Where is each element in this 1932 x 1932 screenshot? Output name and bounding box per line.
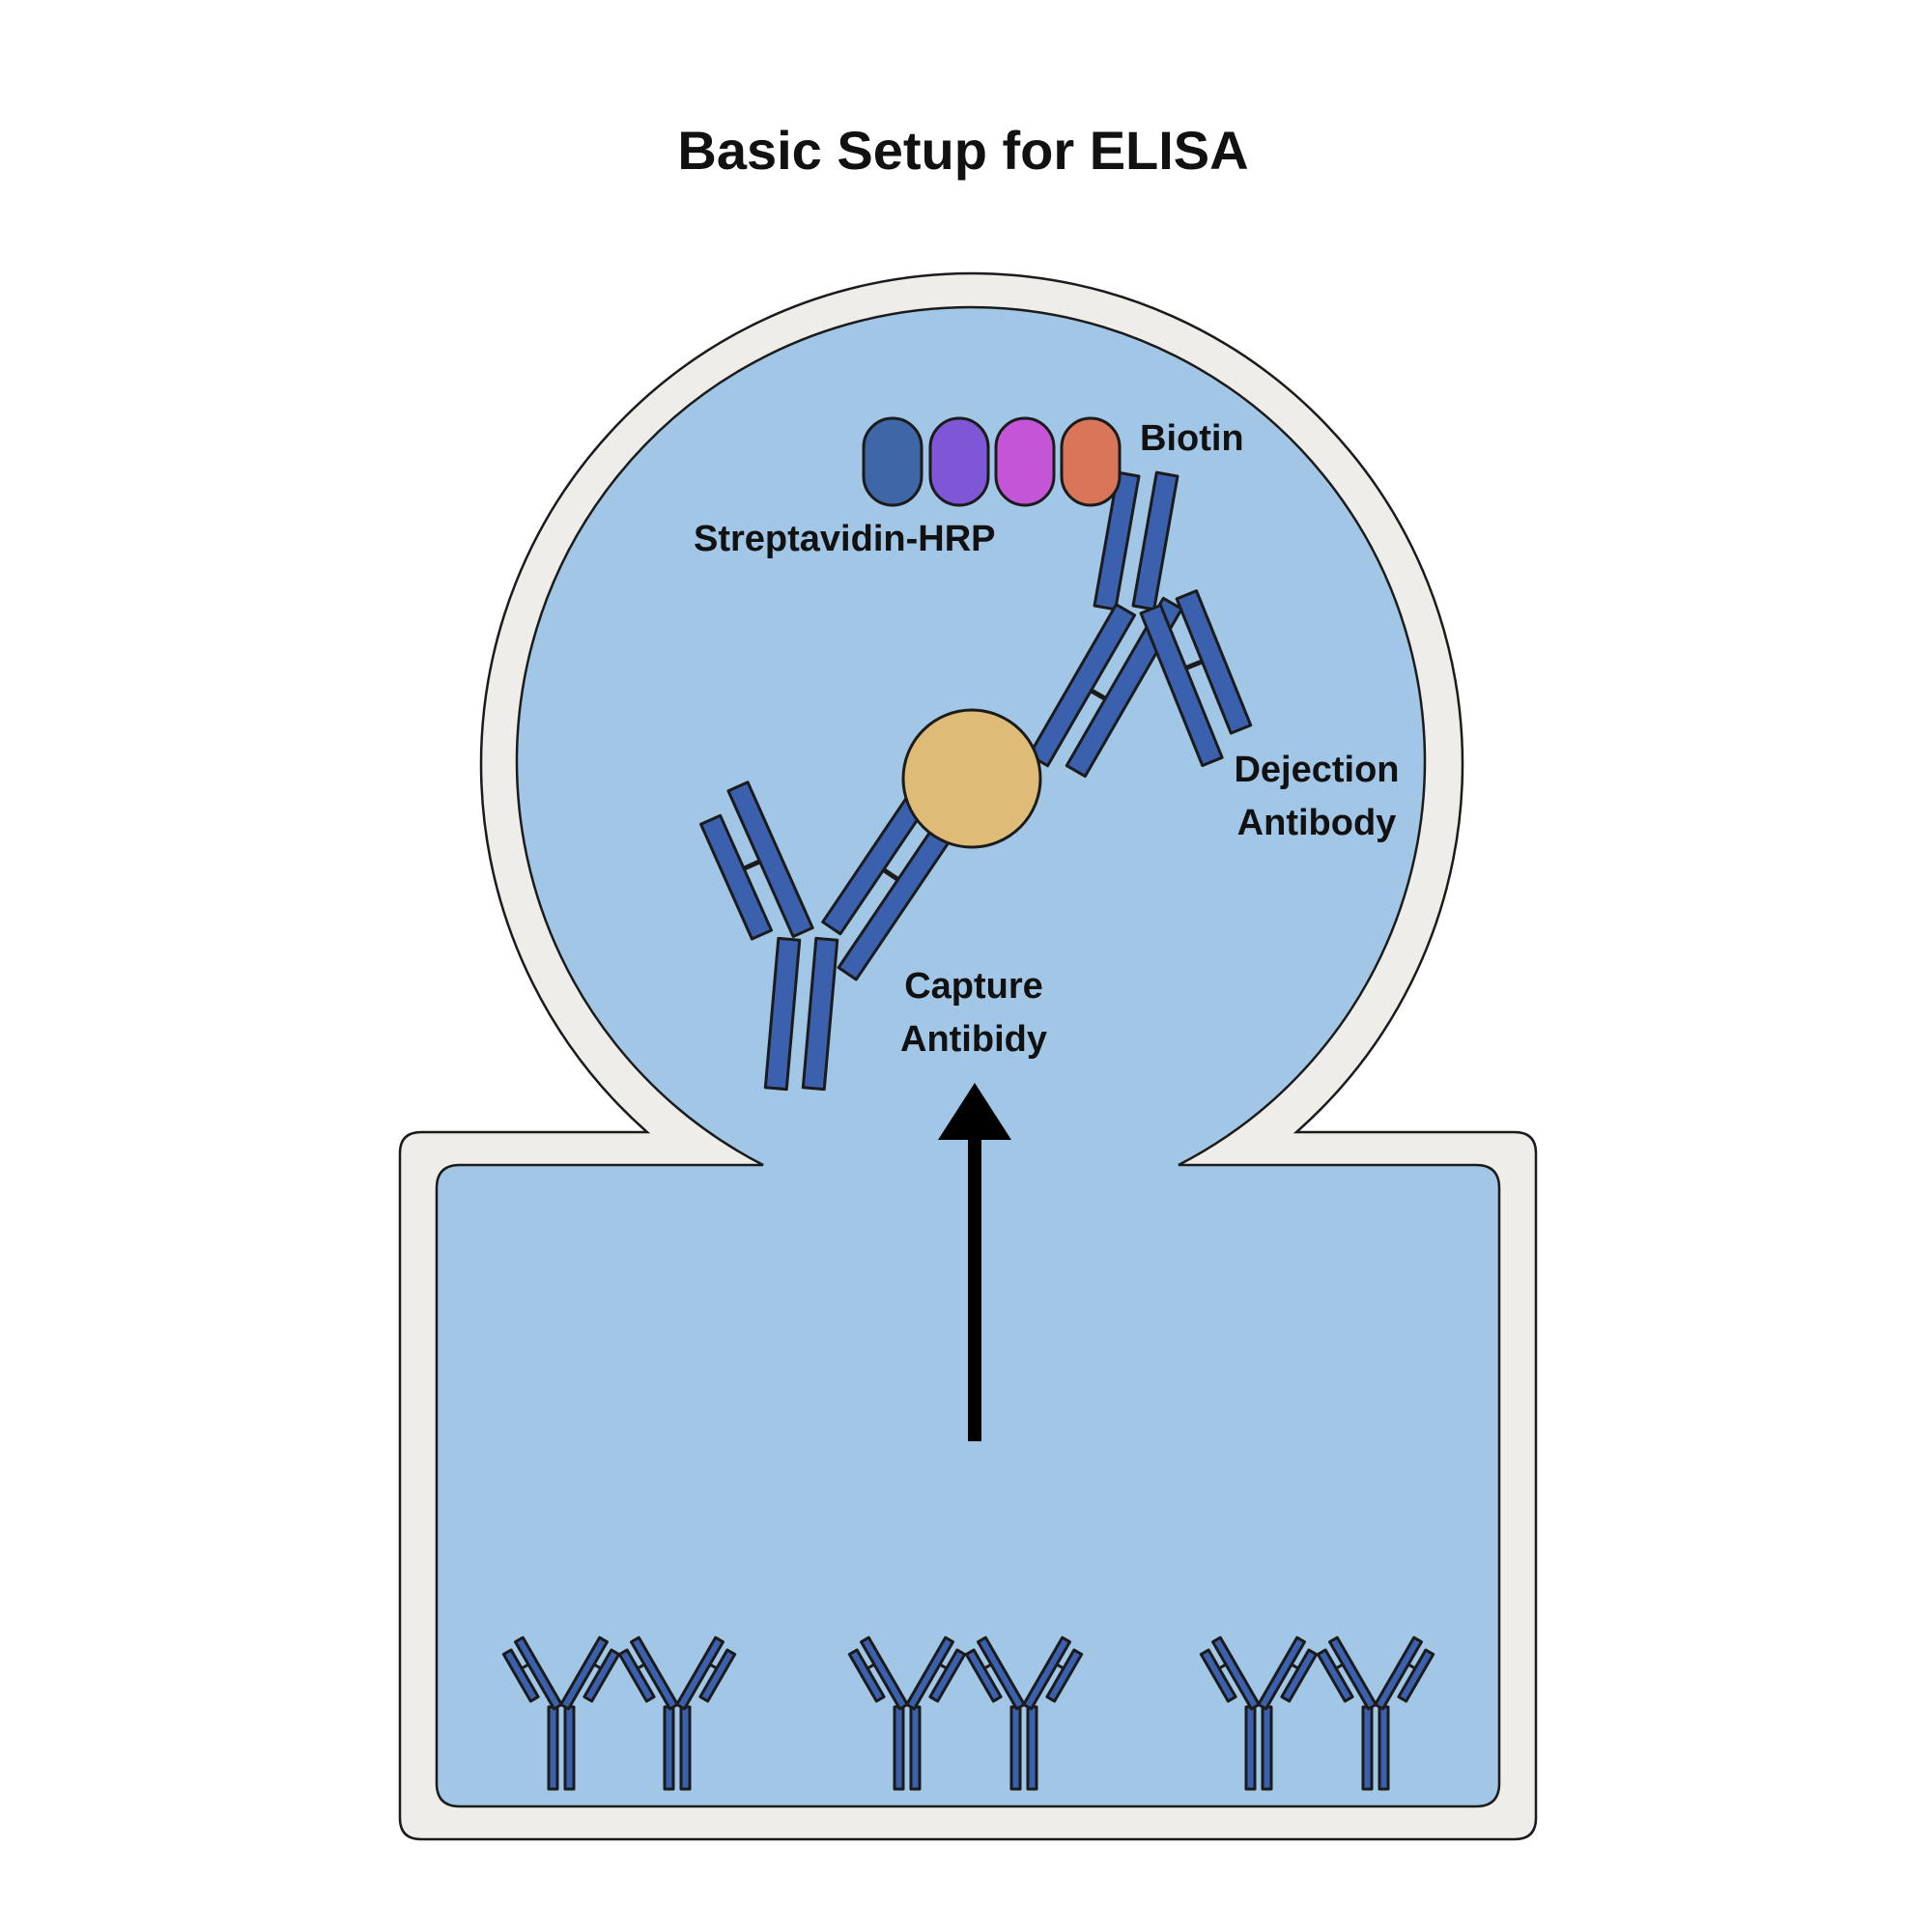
bead-1-icon: [862, 416, 923, 507]
detection-antibody-icon: [1027, 470, 1253, 779]
bead-4-icon: [1060, 416, 1122, 507]
biotin-label: Biotin: [1140, 418, 1244, 459]
capture-antibody-icon: [699, 781, 961, 1092]
bead-2-icon: [928, 416, 990, 507]
bead-3-icon: [994, 416, 1056, 507]
streptavidin-label: Streptavidin-HRP: [694, 519, 995, 559]
capture-antibody-label-line2: Antibidy: [900, 1019, 1047, 1060]
antigen-icon: [901, 708, 1042, 849]
up-arrow-icon: [938, 1083, 1011, 1441]
capture-antibody-label-line1: Capture: [904, 966, 1043, 1007]
detection-antibody-label-line1: Dejection: [1234, 750, 1399, 790]
detection-antibody-label-line2: Antibody: [1237, 803, 1397, 843]
diagram-title: Basic Setup for ELISA: [677, 120, 1248, 181]
enzyme-beads: [862, 416, 1122, 507]
